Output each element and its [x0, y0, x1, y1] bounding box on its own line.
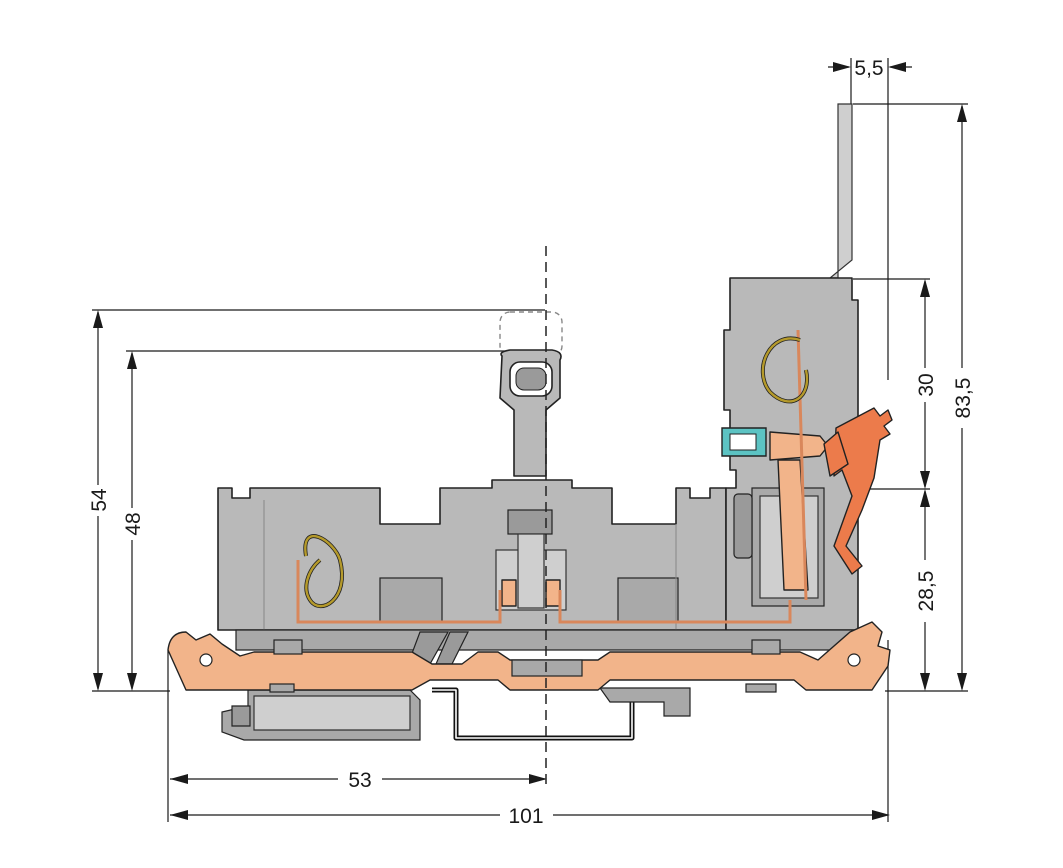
base-plate: [167, 621, 891, 693]
dim-top-width: 5,5: [854, 57, 883, 80]
busbars: [296, 534, 792, 624]
dim-center-offset: 53: [348, 769, 371, 792]
main-housing: [217, 479, 727, 631]
center-jumper: [499, 311, 563, 609]
right-module: [721, 103, 893, 631]
dim-inner-height: 48: [122, 512, 145, 535]
dim-right-total-height: 83,5: [952, 378, 975, 419]
right-foot: [598, 687, 691, 717]
dim-total-width: 101: [508, 805, 543, 828]
base: [235, 629, 863, 665]
dim-right-upper-height: 30: [915, 373, 938, 396]
left-foot: [221, 689, 421, 741]
dim-right-lower-height: 28,5: [915, 571, 938, 612]
dim-total-height: 54: [88, 488, 111, 512]
